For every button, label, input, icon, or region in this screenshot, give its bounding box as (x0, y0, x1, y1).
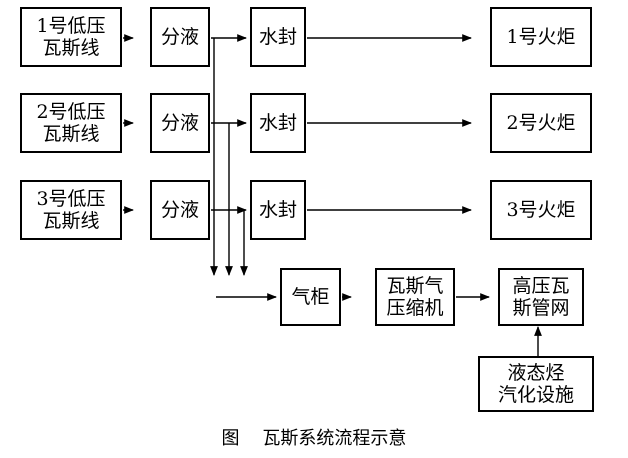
high-pressure-gas-network: 高压瓦斯管网 (498, 268, 584, 326)
high-pressure-gas-network-label-bottom: 斯管网 (512, 297, 570, 319)
high-pressure-gas-network-label-top: 高压瓦 (512, 275, 570, 297)
figure-caption: 图 瓦斯系统流程示意 (221, 428, 407, 449)
gas-compressor-label-bottom: 压缩机 (386, 297, 444, 319)
low-pressure-gas-line-1: 1号低压瓦斯线 (20, 7, 122, 67)
gas-compressor-label-top: 瓦斯气 (386, 275, 444, 297)
liquid-separator-2: 分液 (150, 93, 210, 153)
low-pressure-gas-line-2-label-top: 2号低压 (36, 101, 106, 123)
low-pressure-gas-line-2: 2号低压瓦斯线 (20, 93, 122, 153)
water-seal-3: 水封 (250, 180, 306, 240)
flare-2: 2号火炬 (490, 93, 592, 153)
flare-1: 1号火炬 (490, 7, 592, 67)
liquid-separator-1-label: 分液 (160, 26, 199, 48)
low-pressure-gas-line-3-label-top: 3号低压 (36, 188, 106, 210)
lpg-vaporization-facility-label-top: 液态烃 (507, 362, 565, 384)
water-seal-2-label: 水封 (258, 112, 297, 134)
low-pressure-gas-line-2-label-bottom: 瓦斯线 (42, 123, 100, 145)
water-seal-3-label: 水封 (258, 199, 297, 221)
flare-1-label: 1号火炬 (506, 26, 576, 48)
flare-2-label: 2号火炬 (506, 112, 576, 134)
water-seal-1-label: 水封 (258, 26, 297, 48)
gas-holder: 气柜 (280, 268, 341, 326)
liquid-separator-3-label: 分液 (160, 199, 199, 221)
lpg-vaporization-facility: 液态烃汽化设施 (478, 356, 594, 412)
lpg-vaporization-facility-label-bottom: 汽化设施 (497, 384, 574, 406)
low-pressure-gas-line-3-label-bottom: 瓦斯线 (42, 210, 100, 232)
low-pressure-gas-line-1-label-top: 1号低压 (36, 15, 106, 37)
gas-holder-label: 气柜 (291, 286, 330, 308)
liquid-separator-3: 分液 (150, 180, 210, 240)
flare-3: 3号火炬 (490, 180, 592, 240)
flare-3-label: 3号火炬 (506, 199, 576, 221)
water-seal-2: 水封 (250, 93, 306, 153)
liquid-separator-1: 分液 (150, 7, 210, 67)
low-pressure-gas-line-1-label-bottom: 瓦斯线 (42, 37, 100, 59)
gas-compressor: 瓦斯气压缩机 (375, 268, 455, 326)
water-seal-1: 水封 (250, 7, 306, 67)
liquid-separator-2-label: 分液 (160, 112, 199, 134)
low-pressure-gas-line-3: 3号低压瓦斯线 (20, 180, 122, 240)
